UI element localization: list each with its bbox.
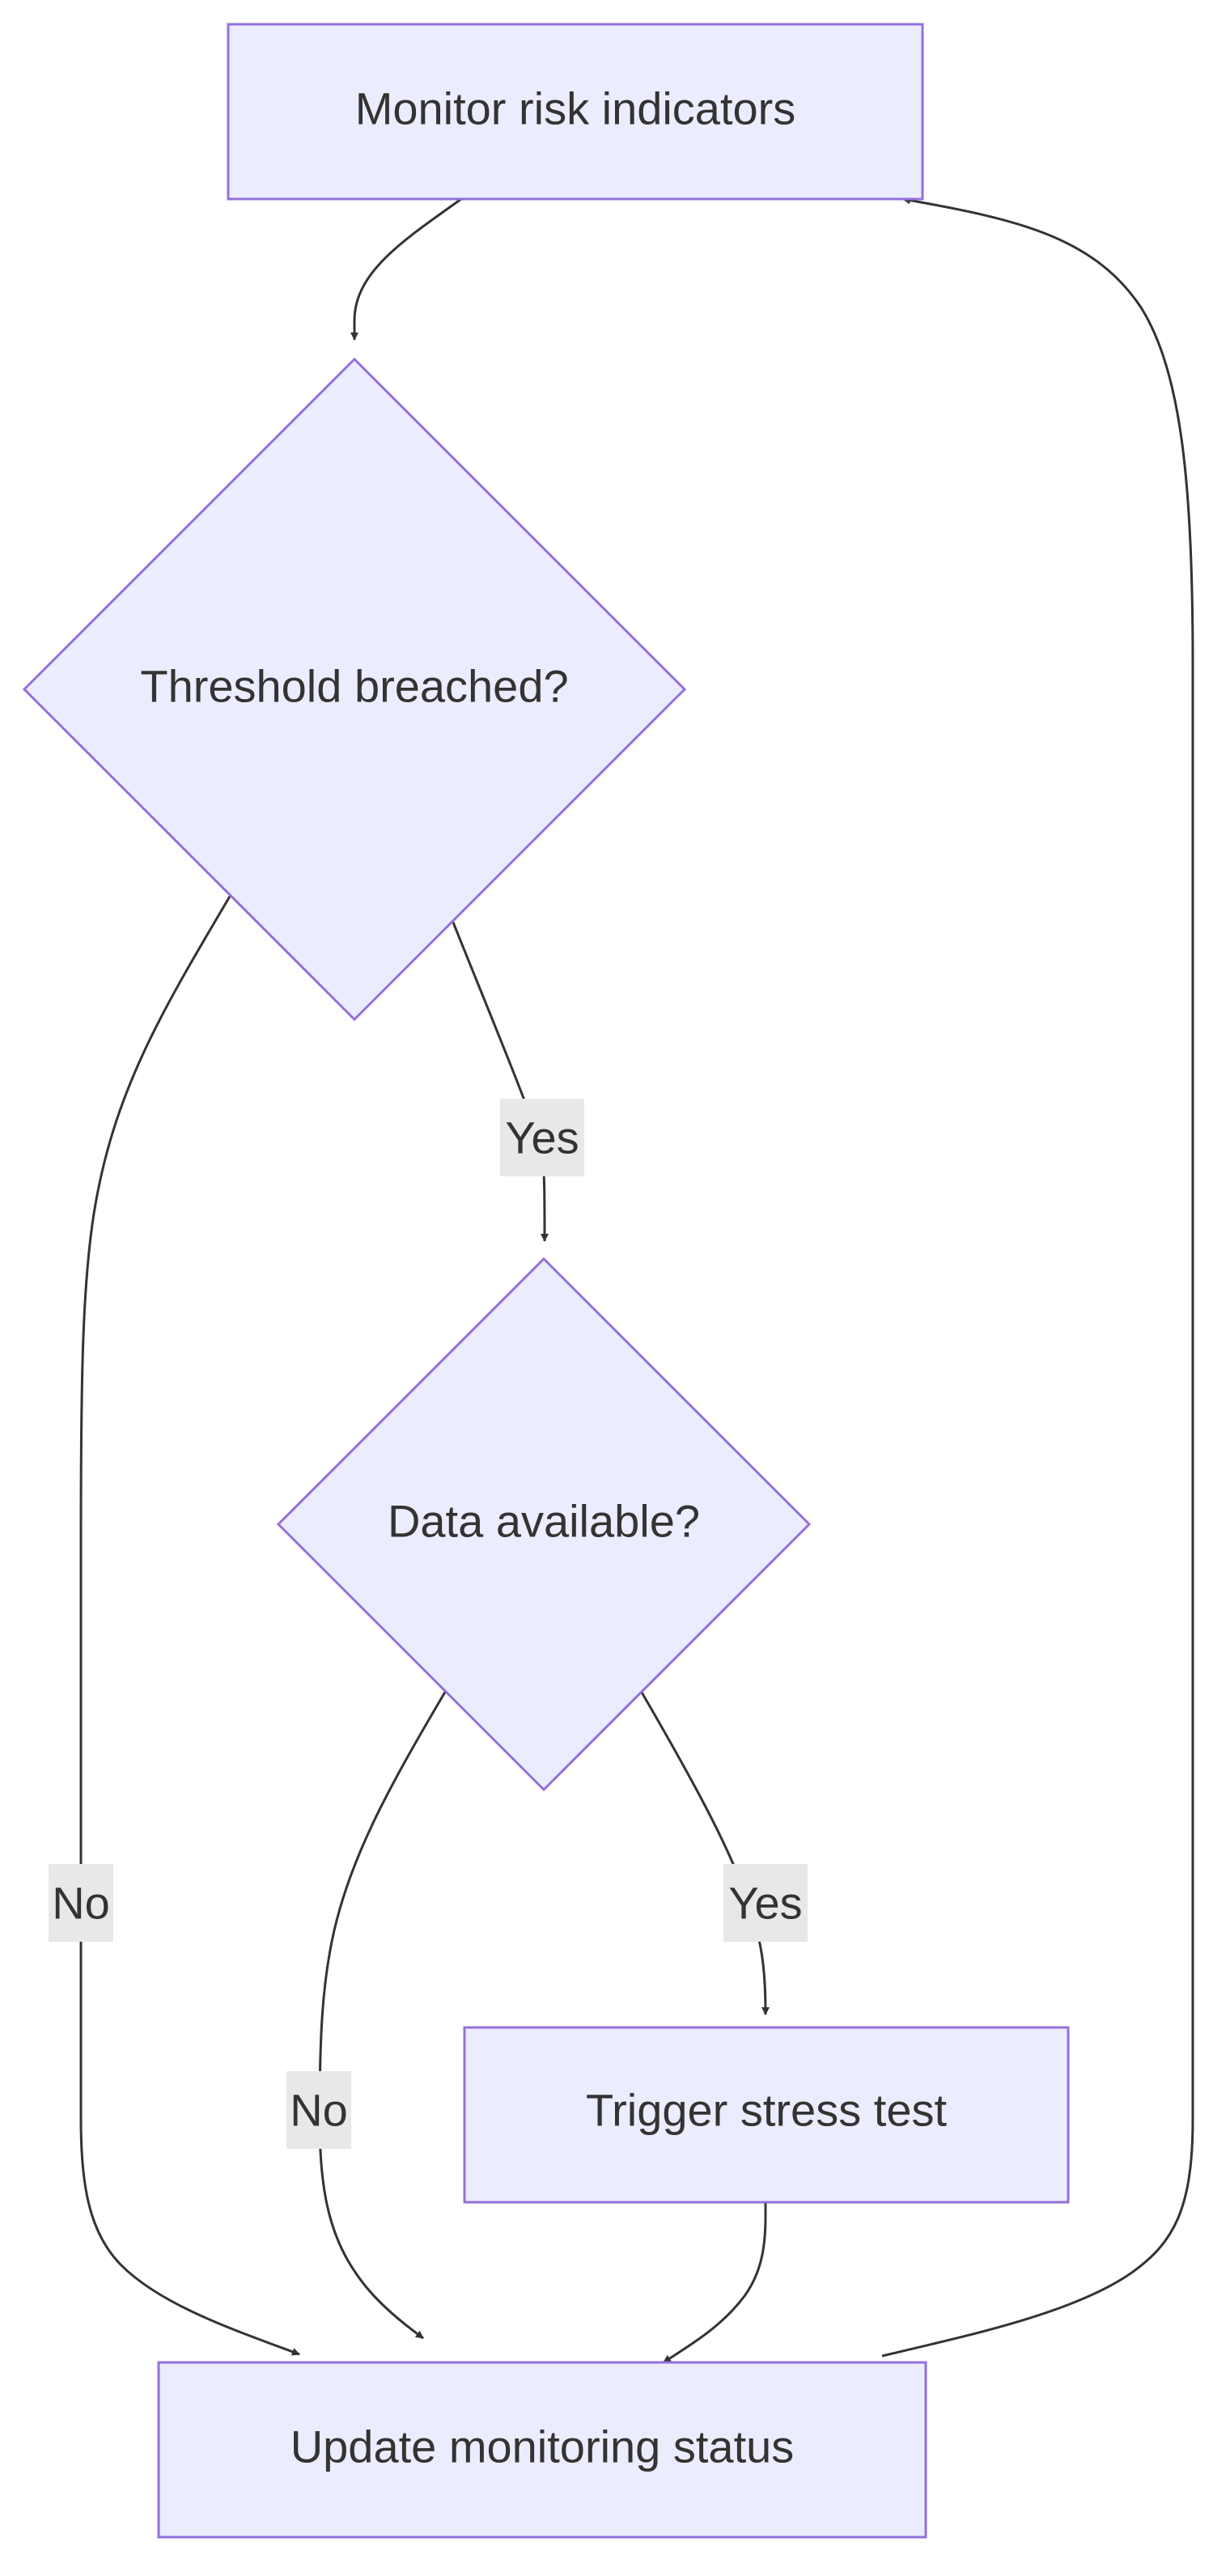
- edge-label-yes: Yes: [505, 1112, 579, 1163]
- node-update-monitoring-status: Update monitoring status: [157, 2361, 927, 2539]
- edge-threshold-to-update: [79, 896, 300, 2356]
- edge-label-bg: [500, 1099, 584, 1176]
- node-label: Monitor risk indicators: [355, 83, 796, 134]
- node-trigger-stress-test: Trigger stress test: [463, 2026, 1070, 2204]
- nodes: Monitor risk indicators Threshold breach…: [22, 23, 1070, 2539]
- edge-label-threshold-update: No: [49, 1864, 113, 1942]
- node-shape: [227, 23, 924, 201]
- node-shape-diamond: [276, 1256, 812, 1792]
- node-monitor-risk-indicators: Monitor risk indicators: [227, 23, 924, 201]
- node-data-available: Data available?: [276, 1256, 812, 1792]
- edge-update-to-monitor: [881, 196, 1194, 2358]
- edge-labels: Yes No Yes No: [49, 1099, 808, 2149]
- edge-monitor-to-threshold: [350, 197, 462, 341]
- edge-data-to-trigger: [639, 1690, 770, 2015]
- edge-label-no: No: [290, 2085, 348, 2136]
- node-shape: [157, 2361, 927, 2539]
- node-shape-diamond: [22, 357, 687, 1022]
- edge-threshold-to-data: [452, 922, 549, 1242]
- node-threshold-breached: Threshold breached?: [22, 357, 687, 1022]
- edge-label-threshold-data: Yes: [500, 1099, 584, 1176]
- edge-label-data-trigger: Yes: [723, 1864, 808, 1942]
- node-label: Update monitoring status: [291, 2421, 795, 2472]
- node-label: Trigger stress test: [586, 2085, 947, 2136]
- edge-label-no: No: [52, 1878, 110, 1929]
- edge-trigger-to-update: [663, 2197, 767, 2364]
- edge-label-bg: [723, 1864, 808, 1942]
- node-shape: [463, 2026, 1070, 2204]
- edge-label-bg: [286, 2071, 351, 2149]
- node-label: Threshold breached?: [140, 661, 568, 712]
- edge-label-yes: Yes: [728, 1878, 802, 1929]
- edge-label-data-update: No: [286, 2071, 351, 2149]
- node-label: Data available?: [388, 1496, 700, 1547]
- edge-label-bg: [49, 1864, 113, 1942]
- edge-data-to-update: [318, 1688, 448, 2340]
